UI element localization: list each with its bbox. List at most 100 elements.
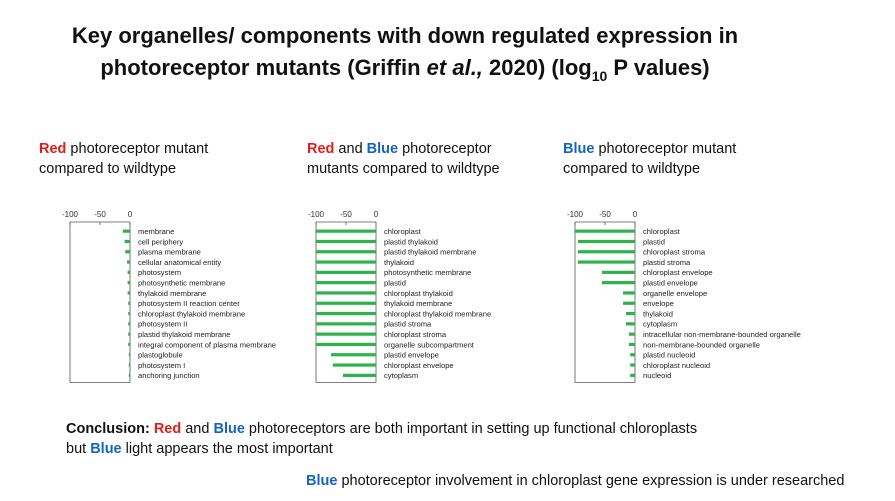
category-label: chloroplast envelope: [643, 268, 713, 277]
category-label: plastid nucleoid: [643, 351, 695, 360]
category-label: chloroplast: [384, 227, 422, 236]
bar: [630, 353, 635, 357]
category-label: photosystem II reaction center: [138, 299, 240, 308]
category-label: nucleoid: [643, 371, 671, 380]
x-tick-label: -50: [340, 210, 352, 219]
bar: [122, 229, 130, 233]
bar: [316, 229, 376, 233]
x-tick-label: -100: [62, 210, 79, 219]
bar: [332, 363, 376, 367]
bar: [316, 270, 376, 274]
bar: [578, 260, 635, 264]
category-label: chloroplast thylakoid: [384, 289, 453, 298]
slide-title: Key organelles/ components with down reg…: [0, 20, 810, 86]
bar: [128, 322, 130, 326]
bar: [316, 322, 376, 326]
bar: [343, 373, 376, 377]
bar: [128, 342, 130, 347]
bar: [127, 281, 130, 285]
x-tick-label: -100: [567, 210, 584, 219]
x-tick-label: -50: [599, 210, 611, 219]
bar: [128, 311, 130, 316]
category-label: plastid thylakoid: [384, 237, 438, 246]
category-label: plastid envelope: [643, 278, 698, 287]
category-label: organelle envelope: [643, 289, 707, 298]
bar: [316, 291, 376, 295]
bar: [127, 270, 130, 274]
category-label: chloroplast thylakoid membrane: [384, 309, 491, 318]
bar: [125, 250, 130, 254]
bar: [630, 363, 635, 367]
x-tick-label: 0: [128, 210, 133, 219]
category-label: thylakoid: [643, 309, 673, 318]
category-label: non-membrane-bounded organelle: [643, 340, 760, 349]
bar: [602, 270, 635, 274]
category-label: integral component of plasma membrane: [138, 340, 276, 349]
category-label: plastid: [384, 278, 406, 287]
category-label: plastid: [643, 237, 665, 246]
bar: [629, 342, 635, 347]
bar: [578, 250, 635, 254]
footnote-text: Blue photoreceptor involvement in chloro…: [306, 473, 845, 489]
category-label: thylakoid: [384, 258, 414, 267]
bar: [128, 363, 130, 367]
bar: [316, 281, 376, 285]
category-label: plastid thylakoid membrane: [384, 248, 476, 257]
category-label: thylakoid membrane: [384, 299, 452, 308]
category-label: chloroplast: [643, 227, 681, 236]
category-label: cell periphery: [138, 237, 183, 246]
category-label: plastid stroma: [643, 258, 691, 267]
bar: [128, 301, 130, 305]
bar: [316, 250, 376, 254]
conclusion-text: Conclusion: Red and Blue photoreceptors …: [66, 421, 698, 457]
bar: [128, 332, 130, 336]
category-label: photosystem: [138, 268, 181, 277]
bar: [626, 311, 635, 316]
title-line-1: Key organelles/ components with down reg…: [71, 23, 739, 48]
category-label: chloroplast thylakoid membrane: [138, 309, 245, 318]
bar: [316, 332, 376, 336]
bar: [316, 239, 376, 244]
title-line-2: photoreceptor mutants (Griffin et al., 2…: [100, 55, 710, 84]
category-label: anchoring junction: [138, 371, 200, 380]
bar: [128, 353, 130, 357]
category-label: plastoglobule: [138, 351, 183, 360]
category-label: intracellular non-membrane-bounded organ…: [643, 330, 801, 339]
category-label: plastid envelope: [384, 351, 439, 360]
category-label: membrane: [138, 227, 174, 236]
bar: [316, 342, 376, 347]
bar: [128, 373, 130, 377]
category-label: photosynthetic membrane: [384, 268, 471, 277]
category-label: organelle subcompartment: [384, 340, 475, 349]
x-tick-label: -100: [308, 210, 325, 219]
bar: [124, 239, 130, 244]
bar: [575, 229, 635, 233]
category-label: chloroplast stroma: [384, 330, 447, 339]
bar: [316, 311, 376, 316]
x-tick-label: 0: [374, 210, 379, 219]
category-label: photosystem I: [138, 361, 185, 370]
category-label: plastid thylakoid membrane: [138, 330, 230, 339]
category-label: plastid stroma: [384, 320, 432, 329]
bar: [602, 281, 635, 285]
bar: [316, 260, 376, 264]
category-label: cellular anatomical entity: [138, 258, 221, 267]
bar: [127, 260, 130, 264]
bar: [626, 322, 635, 326]
panel-label-blue: Blue photoreceptor mutant compared to wi…: [563, 141, 737, 177]
category-label: envelope: [643, 299, 674, 308]
panel-label-red: Red photoreceptor mutant compared to wil…: [39, 141, 209, 177]
bar: [623, 301, 635, 305]
bar: [578, 239, 635, 244]
category-label: photosynthetic membrane: [138, 278, 225, 287]
bar: [630, 373, 635, 377]
category-label: thylakoid membrane: [138, 289, 206, 298]
category-label: cytoplasm: [643, 320, 677, 329]
category-label: chloroplast nucleoid: [643, 361, 710, 370]
bar: [127, 291, 130, 295]
